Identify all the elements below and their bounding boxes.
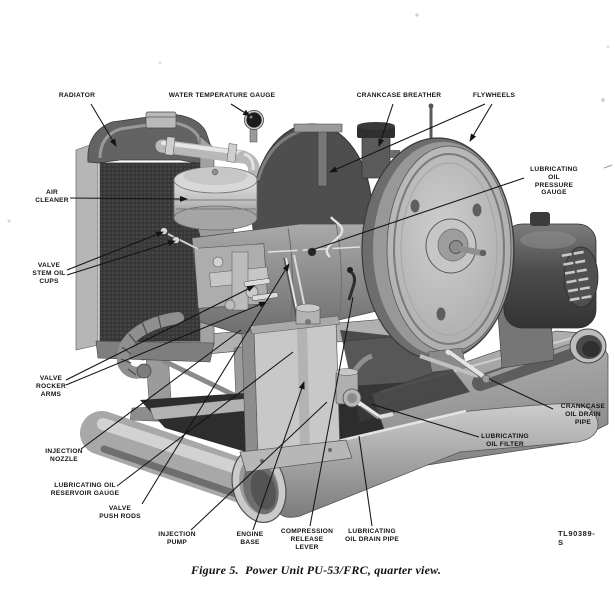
engine-base-part <box>239 303 353 473</box>
callout-valve-stem-oil-cups: VALVE STEM OIL CUPS <box>32 262 66 285</box>
lubricating-oil-filter-part <box>335 353 394 420</box>
generator <box>496 212 599 369</box>
water-temperature-gauge-part <box>244 110 264 130</box>
callout-injection-nozzle: INJECTION NOZZLE <box>45 448 83 463</box>
callout-lubricating-oil-reservoir-gauge: LUBRICATING OIL RESERVOIR GAUGE <box>50 482 120 497</box>
callout-air-cleaner: AIR CLEANER <box>35 189 69 204</box>
callout-crankcase-oil-drain-pipe: CRANKCASE OIL DRAIN PIPE <box>560 403 606 426</box>
figure-caption: Figure 5. Power Unit PU-53/FRC, quarter … <box>190 563 442 577</box>
engine-block <box>116 216 399 379</box>
callout-crankcase-breather: CRANKCASE BREATHER <box>356 92 442 99</box>
callout-lines <box>65 103 554 531</box>
callout-valve-push-rods: VALVE PUSH RODS <box>99 505 141 520</box>
drawing-number: TL90389-S <box>558 529 596 547</box>
callout-water-temperature-gauge: WATER TEMPERATURE GAUGE <box>168 92 276 99</box>
callout-valve-rocker-arms: VALVE ROCKER ARMS <box>35 375 67 398</box>
callout-injection-pump: INJECTION PUMP <box>158 531 196 546</box>
scan-artifacts <box>7 13 613 223</box>
callout-lubricating-oil-pressure-gauge: LUBRICATING OIL PRESSURE GAUGE <box>530 166 578 197</box>
valve-rocker-arms-part <box>243 278 279 301</box>
callout-flywheels: FLYWHEELS <box>472 92 516 99</box>
callout-lubricating-oil-drain-pipe: LUBRICATING OIL DRAIN PIPE <box>345 528 399 543</box>
compression-release-lever-part <box>347 267 357 301</box>
callout-radiator: RADIATOR <box>58 92 96 99</box>
skid-base <box>80 328 609 523</box>
callout-compression-release-lever: COMPRESSION RELEASE LEVER <box>280 528 334 551</box>
flywheel <box>361 137 515 378</box>
callout-lubricating-oil-filter: LUBRICATING OIL FILTER <box>481 433 529 448</box>
crankcase-oil-drain-pipe-part <box>445 349 491 384</box>
callout-engine-base: ENGINE BASE <box>236 531 264 546</box>
